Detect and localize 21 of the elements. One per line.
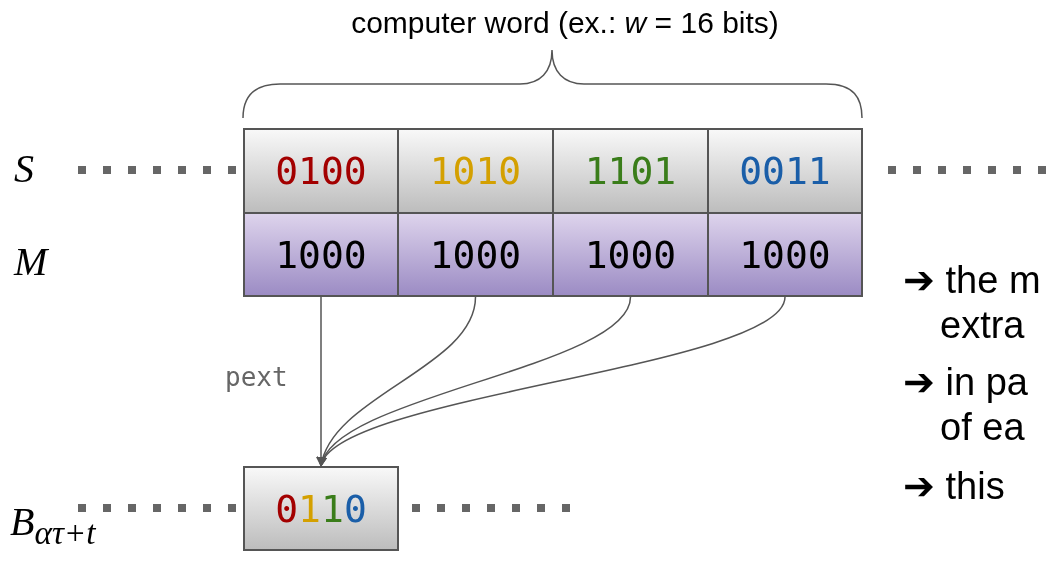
bit-cell: 0110 — [243, 466, 399, 551]
mask-cell: 1000 — [707, 212, 863, 297]
bullet-text: extra — [940, 304, 1025, 347]
bullet-text: ➔ this — [903, 464, 1005, 508]
bullet-text: ➔ the m — [903, 258, 1041, 302]
mask-cell: 1000 — [397, 212, 554, 297]
edge-label: pext — [225, 362, 288, 392]
bit-cell: 1101 — [552, 128, 709, 214]
variable-label: M — [14, 238, 48, 285]
title: computer word (ex.: w = 16 bits) — [351, 6, 779, 40]
arrow — [316, 296, 326, 467]
mask-cell: 1000 — [552, 212, 709, 297]
mask-cell: 1000 — [243, 212, 399, 297]
bit-cell: 0011 — [707, 128, 863, 214]
bit-cell: 0100 — [243, 128, 399, 214]
variable-label: S — [14, 145, 34, 192]
bullet-text: ➔ in pa — [903, 360, 1028, 404]
bit-cell: 1010 — [397, 128, 554, 214]
variable-label: B$_{ατ+t}$ — [10, 498, 96, 552]
bullet-text: of ea — [940, 406, 1025, 449]
arrow — [320, 296, 786, 467]
